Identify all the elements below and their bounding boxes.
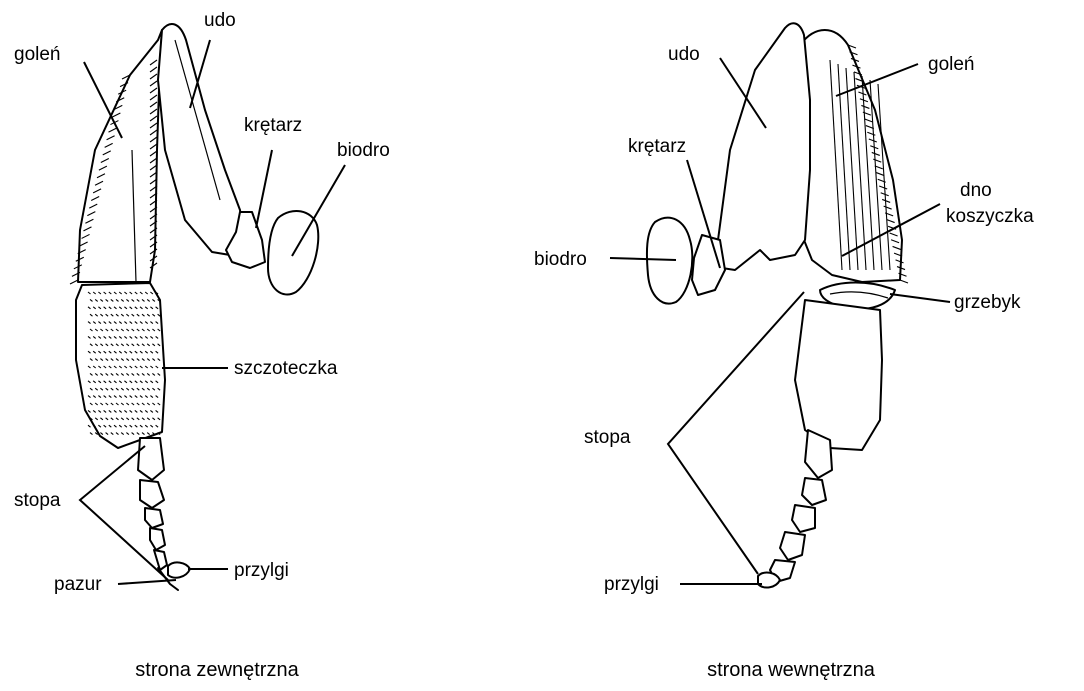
- leg-inner-side-figure: [647, 23, 908, 587]
- caption-right: strona wewnętrzna: [707, 659, 876, 681]
- label-grzebyk-right: grzebyk: [954, 292, 1021, 313]
- leader-grzebyk-right: [890, 294, 950, 302]
- udo-segment-left: [158, 24, 243, 255]
- szczoteczka-segment-left: [76, 283, 165, 448]
- label-golen-right: goleń: [928, 54, 975, 75]
- caption-left: strona zewnętrzna: [135, 659, 299, 681]
- stopa-basitarsus-right: [795, 300, 882, 450]
- label-udo-right: udo: [668, 44, 700, 65]
- label-pazur-left: pazur: [54, 574, 102, 595]
- label-kretarz-left: krętarz: [244, 115, 302, 136]
- label-dno-line2-right: koszyczka: [946, 206, 1034, 227]
- label-stopa-left: stopa: [14, 490, 61, 511]
- label-stopa-right: stopa: [584, 427, 631, 448]
- stopa-segments-left: [138, 438, 167, 570]
- przylgi-left: [168, 562, 190, 577]
- label-przylgi-right: przylgi: [604, 574, 659, 595]
- label-szczoteczka-left: szczoteczka: [234, 358, 338, 379]
- label-biodro-right: biodro: [534, 249, 587, 270]
- golen-segment-left: [70, 30, 162, 284]
- udo-segment-right: [718, 23, 810, 270]
- label-dno-line1-right: dno: [960, 180, 992, 201]
- label-udo-left: udo: [204, 10, 236, 31]
- stopa-segments-right: [770, 430, 832, 582]
- leader-golen-left: [84, 62, 122, 138]
- label-biodro-left: biodro: [337, 140, 390, 161]
- przylgi-right: [758, 573, 780, 588]
- label-przylgi-left: przylgi: [234, 560, 289, 581]
- golen-segment-right: [796, 30, 908, 283]
- leader-stopa-right: [668, 292, 804, 574]
- leader-kretarz-left: [256, 150, 272, 228]
- label-kretarz-right: krętarz: [628, 136, 686, 157]
- label-golen-left: goleń: [14, 44, 61, 65]
